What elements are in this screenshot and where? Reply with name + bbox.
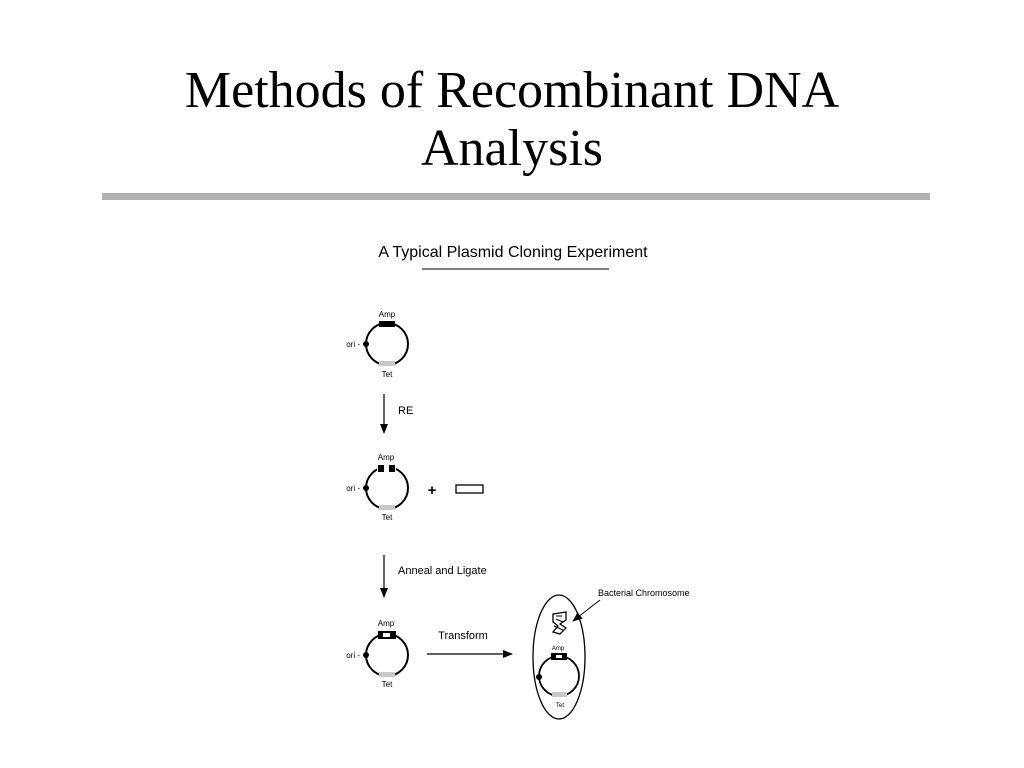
dna-insert-fragment <box>455 484 484 494</box>
plasmid-cut: Amp ori - Tet <box>346 453 409 522</box>
bacterial-chromosome-coils <box>553 615 564 631</box>
plasmid-circle <box>365 466 409 510</box>
re-step-label: RE <box>398 405 413 417</box>
amp-gene-marker <box>379 321 395 327</box>
insert-marker <box>556 655 562 658</box>
plasmid-original: Amp ori - Tet <box>346 310 409 379</box>
amp-label: Amp <box>378 453 395 462</box>
amp-label: Amp <box>379 310 396 319</box>
plasmid-circle <box>365 633 409 677</box>
plasmid-recombinant: Amp ori - Tet <box>346 619 409 689</box>
ori-label: ori - <box>346 340 360 349</box>
tet-label: Tet <box>382 680 393 689</box>
amp-gene-marker-right <box>389 465 395 472</box>
bacterial-cell-outline <box>532 594 586 720</box>
amp-gene-marker-left <box>378 465 384 472</box>
title-divider <box>102 193 930 200</box>
ori-marker <box>363 652 369 658</box>
slide-title-line1: Methods of Recombinant DNA <box>184 62 840 119</box>
plasmid-circle <box>365 322 409 366</box>
tet-gene-marker <box>552 692 567 697</box>
bacterial-chromosome-shape <box>551 611 568 635</box>
bacterial-cell: Amp Tet <box>532 594 586 720</box>
ori-label: ori - <box>346 651 360 660</box>
tet-label: Tet <box>382 370 393 379</box>
plasmid-circle <box>538 655 580 697</box>
tet-gene-marker <box>379 672 395 677</box>
restriction-gap <box>377 464 396 472</box>
amp-label: Amp <box>378 619 395 628</box>
tet-label: Tet <box>556 703 564 709</box>
ori-label: ori - <box>346 484 360 493</box>
slide-title-line2: Analysis <box>421 120 603 177</box>
transform-step-label: Transform <box>438 630 488 642</box>
bacterial-chromosome-label: Bacterial Chromosome <box>598 588 690 598</box>
amp-label: Amp <box>552 646 565 652</box>
ori-marker <box>536 674 542 680</box>
ori-marker <box>363 341 369 347</box>
slide-title: Methods of Recombinant DNA Analysis <box>0 62 1024 178</box>
plus-sign: + <box>428 482 437 499</box>
diagram-heading: A Typical Plasmid Cloning Experiment <box>378 244 648 261</box>
insert-marker <box>383 633 390 637</box>
tet-label: Tet <box>382 513 393 522</box>
bacterial-chromosome-pointer <box>572 599 601 622</box>
tet-gene-marker <box>379 361 395 366</box>
tet-gene-marker <box>379 505 395 510</box>
ori-marker <box>363 485 369 491</box>
anneal-step-label: Anneal and Ligate <box>398 565 487 577</box>
